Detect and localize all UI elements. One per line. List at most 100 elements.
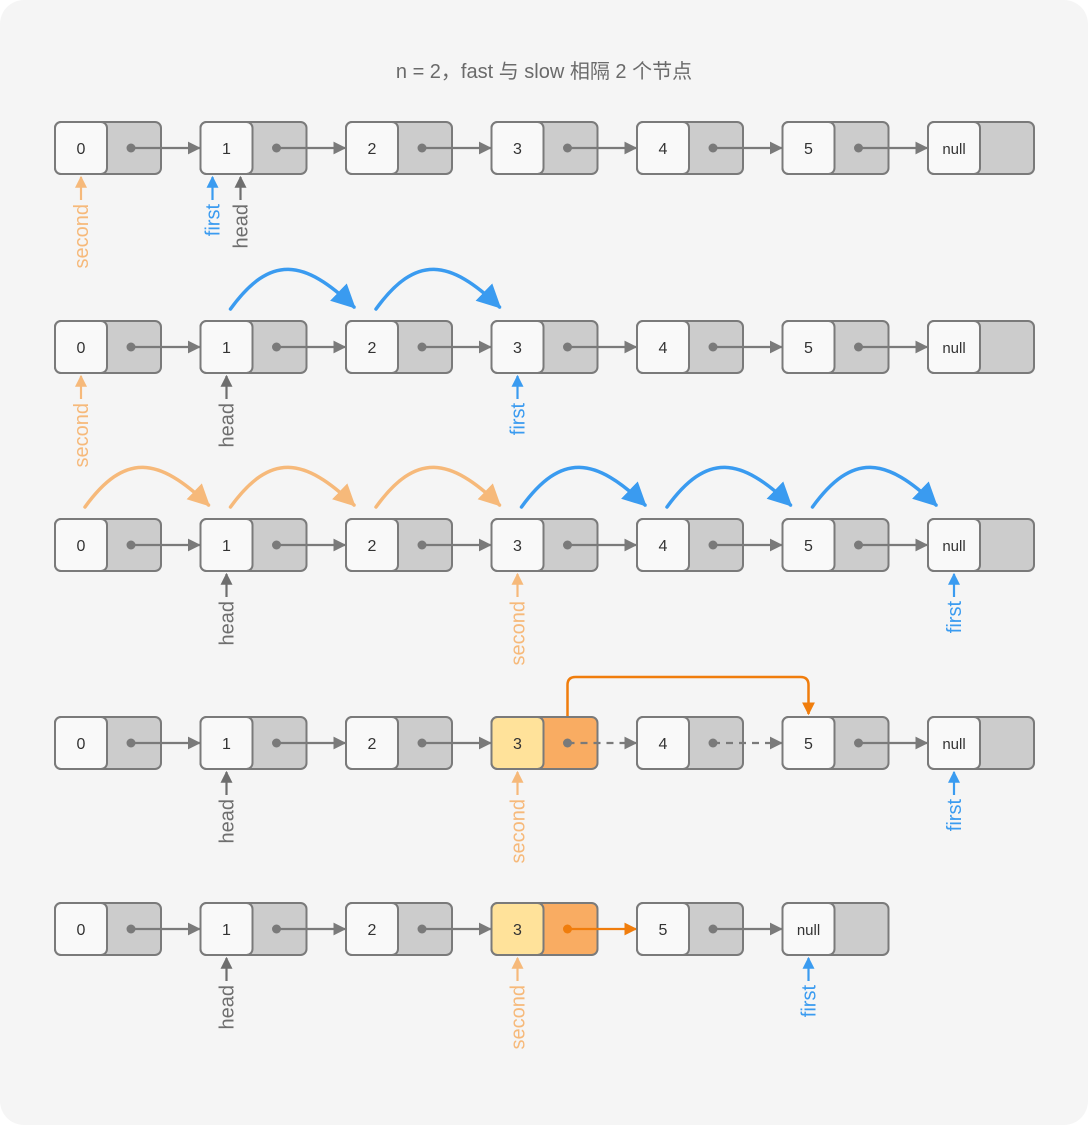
list-node: 5 <box>781 518 929 572</box>
node-value-cell <box>490 902 545 956</box>
node-value-cell <box>636 518 690 572</box>
list-node: null <box>927 716 1035 770</box>
head-label: head <box>231 204 253 249</box>
list-row-5: 0 1 2 3 5 null head second first <box>54 902 890 1050</box>
node-value-cell <box>345 518 399 572</box>
first-label: first <box>508 403 530 436</box>
list-node: 5 <box>636 902 783 956</box>
jump-arrow <box>374 267 502 311</box>
jump-arrow <box>810 465 938 509</box>
node-value: null <box>797 922 820 939</box>
node-value-cell <box>54 320 108 374</box>
list-node: 4 <box>636 121 783 175</box>
node-value: 2 <box>368 922 377 939</box>
node-value: 4 <box>659 736 668 753</box>
node-value-cell <box>54 121 108 175</box>
node-value: 3 <box>513 538 522 555</box>
node-value: null <box>942 538 965 555</box>
node-value-cell <box>927 518 981 572</box>
list-node: null <box>927 320 1035 374</box>
node-value: 3 <box>513 141 522 158</box>
list-node: 0 <box>54 518 201 572</box>
node-value: 0 <box>77 340 86 357</box>
jump-arrow <box>228 267 356 311</box>
list-node: 2 <box>345 518 492 572</box>
node-value: 2 <box>368 736 377 753</box>
list-node: 5 <box>781 121 929 175</box>
node-value-cell <box>345 716 399 770</box>
list-node: 4 <box>636 518 783 572</box>
list-node: 2 <box>345 121 492 175</box>
node-value: 4 <box>659 141 668 158</box>
node-value-cell <box>781 518 836 572</box>
list-node: 5 <box>781 320 929 374</box>
list-node: 0 <box>54 121 201 175</box>
list-node: 0 <box>54 716 201 770</box>
list-node: 5 <box>781 716 929 770</box>
jump-arrow <box>665 465 793 509</box>
list-node: 1 <box>199 121 347 175</box>
node-value-cell <box>781 716 836 770</box>
node-value-cell <box>490 320 545 374</box>
bypass-pointer-arrow <box>566 675 815 743</box>
node-value: 2 <box>368 538 377 555</box>
list-node: 4 <box>636 716 783 770</box>
node-value-cell <box>345 902 399 956</box>
node-value-cell <box>199 121 254 175</box>
node-value: 1 <box>222 922 231 939</box>
first-label: first <box>799 985 821 1018</box>
second-label: second <box>508 985 530 1050</box>
list-node: 3 <box>490 518 638 572</box>
node-value: 1 <box>222 736 231 753</box>
node-value: 5 <box>659 922 668 939</box>
node-value-cell <box>927 320 981 374</box>
list-node: 2 <box>345 320 492 374</box>
node-value-cell <box>781 320 836 374</box>
head-label: head <box>217 985 239 1030</box>
list-node: 1 <box>199 320 347 374</box>
node-value: 5 <box>804 141 813 158</box>
list-node: null <box>927 121 1035 175</box>
node-value: null <box>942 340 965 357</box>
diagram-title: n = 2，fast 与 slow 相隔 2 个节点 <box>395 61 693 83</box>
node-value-cell <box>345 320 399 374</box>
list-node: 3 <box>490 902 638 956</box>
node-value-cell <box>54 902 108 956</box>
node-value-cell <box>345 121 399 175</box>
node-value-cell <box>636 716 690 770</box>
node-value-cell <box>927 121 981 175</box>
list-node: 2 <box>345 902 492 956</box>
node-value: 1 <box>222 141 231 158</box>
list-node: 1 <box>199 716 347 770</box>
list-row-1: 0 1 2 3 4 5 null second first head <box>54 121 1035 269</box>
node-value-cell <box>781 902 836 956</box>
node-value-cell <box>490 121 545 175</box>
head-label: head <box>217 601 239 646</box>
second-label: second <box>508 601 530 666</box>
list-node: 3 <box>490 716 638 770</box>
second-label: second <box>71 403 93 468</box>
node-value: 2 <box>368 141 377 158</box>
list-node: 2 <box>345 716 492 770</box>
second-label: second <box>71 204 93 269</box>
list-node: 0 <box>54 902 201 956</box>
node-value: 0 <box>77 922 86 939</box>
node-value-cell <box>199 716 254 770</box>
first-label: first <box>203 204 225 237</box>
node-value-cell <box>490 716 545 770</box>
node-value: 1 <box>222 340 231 357</box>
node-value-cell <box>636 121 690 175</box>
jump-arrow <box>83 465 211 509</box>
node-value: 5 <box>804 538 813 555</box>
node-value: 2 <box>368 340 377 357</box>
jump-arrow <box>519 465 647 509</box>
node-value: 3 <box>513 736 522 753</box>
jump-arrow <box>228 465 356 509</box>
first-label: first <box>944 601 966 634</box>
node-value-cell <box>636 902 690 956</box>
node-value-cell <box>490 518 545 572</box>
list-node: 1 <box>199 518 347 572</box>
node-value-cell <box>636 320 690 374</box>
